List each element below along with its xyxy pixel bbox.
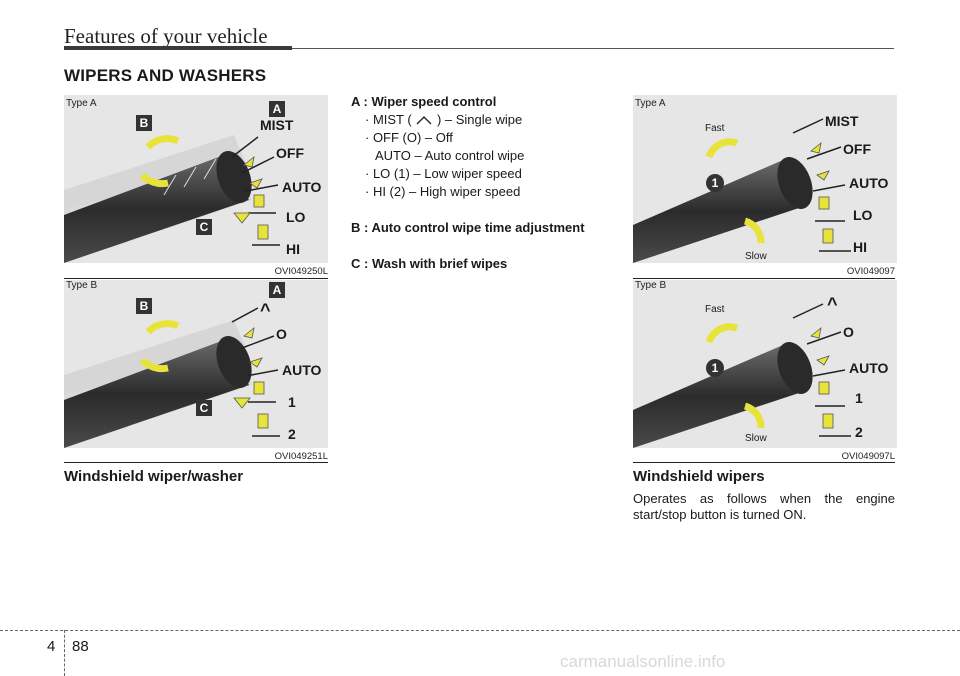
page-header-title: Features of your vehicle <box>64 24 268 48</box>
desc-b-head: B : Auto control wipe time adjustment <box>351 220 585 235</box>
page-number: 88 <box>72 638 89 655</box>
badge-c: C <box>199 401 209 415</box>
figure-rule <box>633 278 895 279</box>
label-auto: AUTO <box>849 175 889 191</box>
header-rule <box>64 46 894 50</box>
body-paragraph: Operates as follows when the engine star… <box>633 491 895 522</box>
figure-code: OVI049250L <box>274 266 328 277</box>
figure-type-label: Type B <box>635 280 667 291</box>
label-mist-symbol: ^ <box>260 300 271 320</box>
figure-rule <box>64 278 328 279</box>
badge-1: 1 <box>711 176 719 190</box>
label-auto: AUTO <box>282 179 322 195</box>
desc-hi: · HI (2) – High wiper speed <box>365 184 521 199</box>
footer-divider <box>64 630 65 676</box>
figure-wiper-washer-type-a: A B C MIST OFF AUTO LO HI <box>64 95 328 263</box>
figure-type-label: Type A <box>635 98 666 109</box>
caption-windshield-wipers: Windshield wipers <box>633 468 765 485</box>
badge-c: C <box>199 220 209 234</box>
chapter-number: 4 <box>47 638 56 655</box>
desc-a-head: A : Wiper speed control <box>351 94 497 109</box>
desc-off: · OFF (O) – Off <box>365 130 453 145</box>
label-lo: LO <box>853 207 873 223</box>
label-mist: MIST <box>260 117 294 133</box>
figure-code: OVI049251L <box>274 451 328 462</box>
label-off-o: O <box>276 326 287 342</box>
section-title: WIPERS AND WASHERS <box>64 66 267 85</box>
label-off: OFF <box>276 145 304 161</box>
figure-wipers-type-b: 1 Fast Slow ^ O AUTO 1 2 <box>633 280 897 448</box>
label-hi: HI <box>853 239 867 255</box>
label-1: 1 <box>855 390 863 406</box>
figure-code: OVI049097L <box>841 451 895 462</box>
description-list: A : Wiper speed control · MIST ( ) – Sin… <box>351 93 621 273</box>
figure-type-label: Type B <box>66 280 98 291</box>
label-hi: HI <box>286 241 300 257</box>
label-2: 2 <box>855 424 863 440</box>
figure-rule <box>633 462 895 463</box>
label-fast: Fast <box>705 123 725 134</box>
label-auto: AUTO <box>282 362 322 378</box>
badge-a: A <box>272 102 282 116</box>
label-slow: Slow <box>745 433 767 444</box>
desc-c-head: C : Wash with brief wipes <box>351 256 508 271</box>
label-auto: AUTO <box>849 360 889 376</box>
watermark: carmanualsonline.info <box>560 652 726 671</box>
footer-rule <box>0 630 960 631</box>
label-slow: Slow <box>745 251 767 262</box>
desc-lo: · LO (1) – Low wiper speed <box>365 166 522 181</box>
badge-b: B <box>139 116 149 130</box>
badge-1: 1 <box>711 361 719 375</box>
figure-code: OVI049097 <box>846 266 895 277</box>
label-mist-symbol: ^ <box>827 294 838 314</box>
figure-type-label: Type A <box>66 98 97 109</box>
label-off: OFF <box>843 141 871 157</box>
badge-b: B <box>139 299 149 313</box>
desc-auto: AUTO – Auto control wipe <box>375 148 525 163</box>
figure-wiper-washer-type-b: A B C ^ O AUTO 1 2 <box>64 280 328 448</box>
label-mist: MIST <box>825 113 859 129</box>
figure-rule <box>64 462 328 463</box>
figure-wipers-type-a: 1 Fast Slow MIST OFF AUTO LO HI <box>633 95 897 263</box>
label-lo: LO <box>286 209 306 225</box>
desc-mist: · MIST ( ) – Single wipe <box>365 112 523 127</box>
label-1: 1 <box>288 394 296 410</box>
mist-symbol-icon <box>416 116 432 125</box>
label-off-o: O <box>843 324 854 340</box>
label-fast: Fast <box>705 304 725 315</box>
label-2: 2 <box>288 426 296 442</box>
badge-a: A <box>272 283 282 297</box>
caption-wiper-washer: Windshield wiper/washer <box>64 468 244 485</box>
